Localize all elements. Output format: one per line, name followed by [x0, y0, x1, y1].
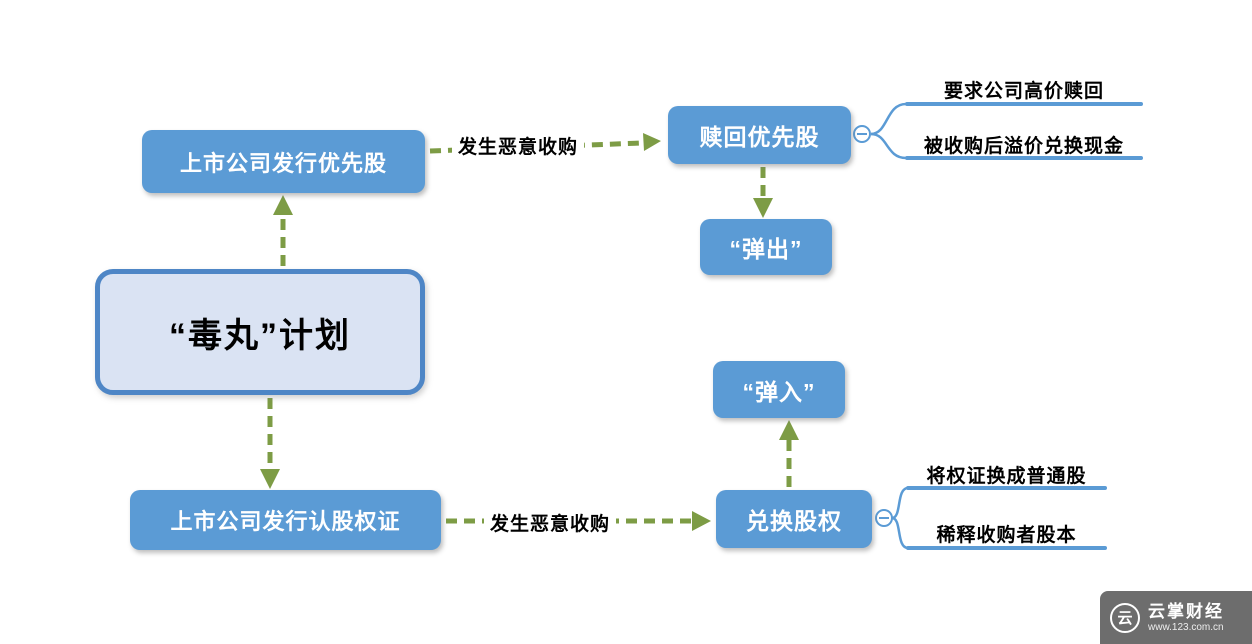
node-poison-pill-plan: “毒丸”计划	[95, 269, 425, 395]
node-convert-equity: 兑换股权	[716, 490, 872, 548]
brace-convert-upper	[891, 486, 909, 520]
node-issue-preferred-shares: 上市公司发行优先股	[142, 130, 425, 193]
arrow-convert-to-popin-head	[779, 420, 799, 440]
detail-underline	[906, 486, 1107, 490]
yunzhang-logo-icon: 云	[1110, 602, 1140, 633]
detail-convert-warrants-to-common: 将权证换成普通股	[926, 466, 1087, 487]
node-pop-out: “弹出”	[700, 219, 832, 275]
detail-underline	[905, 156, 1143, 160]
watermark-url: www.123.com.cn	[1148, 621, 1224, 633]
watermark-badge: 云 云掌财经 www.123.com.cn	[1100, 591, 1252, 644]
detail-dilute-acquirer-equity: 稀释收购者股本	[936, 525, 1077, 546]
edge-label-hostile-takeover-bottom: 发生恶意收购	[484, 508, 617, 537]
arrow-center-to-preferred-head	[273, 195, 293, 215]
watermark-text: 云掌财经 www.123.com.cn	[1148, 601, 1224, 635]
edge-label-hostile-takeover-top: 发生恶意收购	[452, 131, 585, 160]
brace-redeem-upper	[870, 102, 907, 136]
watermark-brand: 云掌财经	[1148, 601, 1224, 621]
brace-redeem-lower	[870, 132, 907, 160]
arrow-redeem-to-popout-head	[753, 198, 773, 218]
node-redeem-preferred-shares: 赎回优先股	[668, 106, 851, 164]
collapse-minus-icon	[853, 125, 871, 143]
node-pop-in: “弹入”	[713, 361, 845, 418]
arrow-preferred-to-redeem-head	[643, 133, 661, 151]
detail-demand-high-price-redeem: 要求公司高价赎回	[943, 81, 1104, 102]
node-issue-warrants: 上市公司发行认股权证	[130, 490, 441, 550]
collapse-minus-icon	[875, 509, 893, 527]
detail-underline	[905, 102, 1143, 106]
detail-underline	[906, 546, 1107, 550]
detail-premium-cash-after-takeover: 被收购后溢价兑换现金	[923, 136, 1124, 157]
arrow-warrant-to-convert-head	[692, 511, 711, 531]
arrow-center-to-warrant-head	[260, 469, 280, 489]
